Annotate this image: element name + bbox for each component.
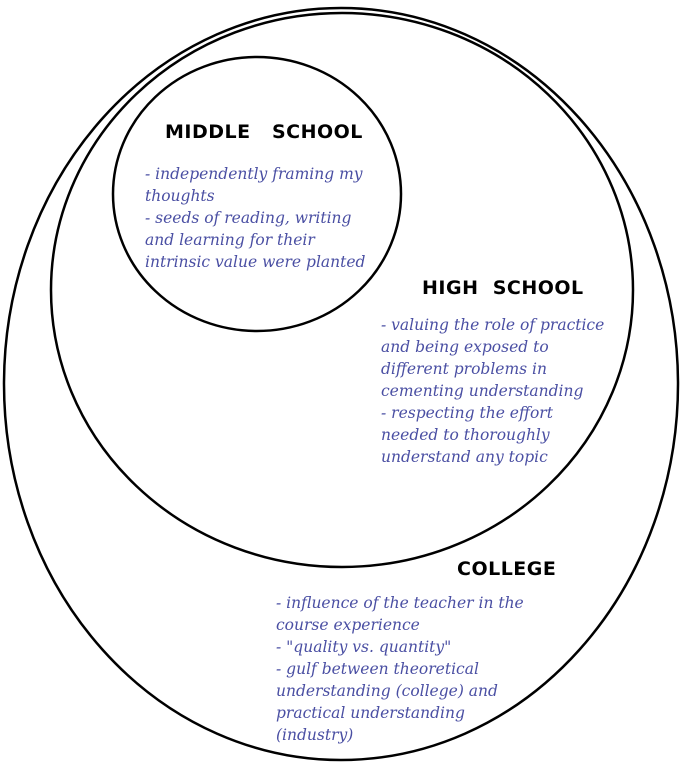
high-school-circle — [49, 11, 635, 569]
high-school-notes: - valuing the role of practice and being… — [381, 314, 613, 468]
high-school-title: HIGH SCHOOL — [422, 277, 584, 299]
note-item: - gulf between theoretical understanding… — [276, 660, 498, 744]
college-circle — [2, 6, 680, 762]
middle-school-notes: - independently framing my thoughts - se… — [145, 163, 381, 273]
middle-school-circle — [111, 55, 403, 333]
note-item: - "quality vs. quantity" — [276, 638, 452, 656]
college-title: COLLEGE — [457, 558, 557, 580]
middle-school-title: MIDDLE SCHOOL — [165, 121, 363, 143]
note-item: - seeds of reading, writing and learning… — [145, 209, 366, 271]
note-item: - valuing the role of practice and being… — [381, 316, 605, 400]
note-item: - respecting the effort needed to thorou… — [381, 404, 553, 466]
college-notes: - influence of the teacher in the course… — [276, 592, 546, 746]
note-item: - independently framing my thoughts — [145, 165, 363, 205]
note-item: - influence of the teacher in the course… — [276, 594, 524, 634]
